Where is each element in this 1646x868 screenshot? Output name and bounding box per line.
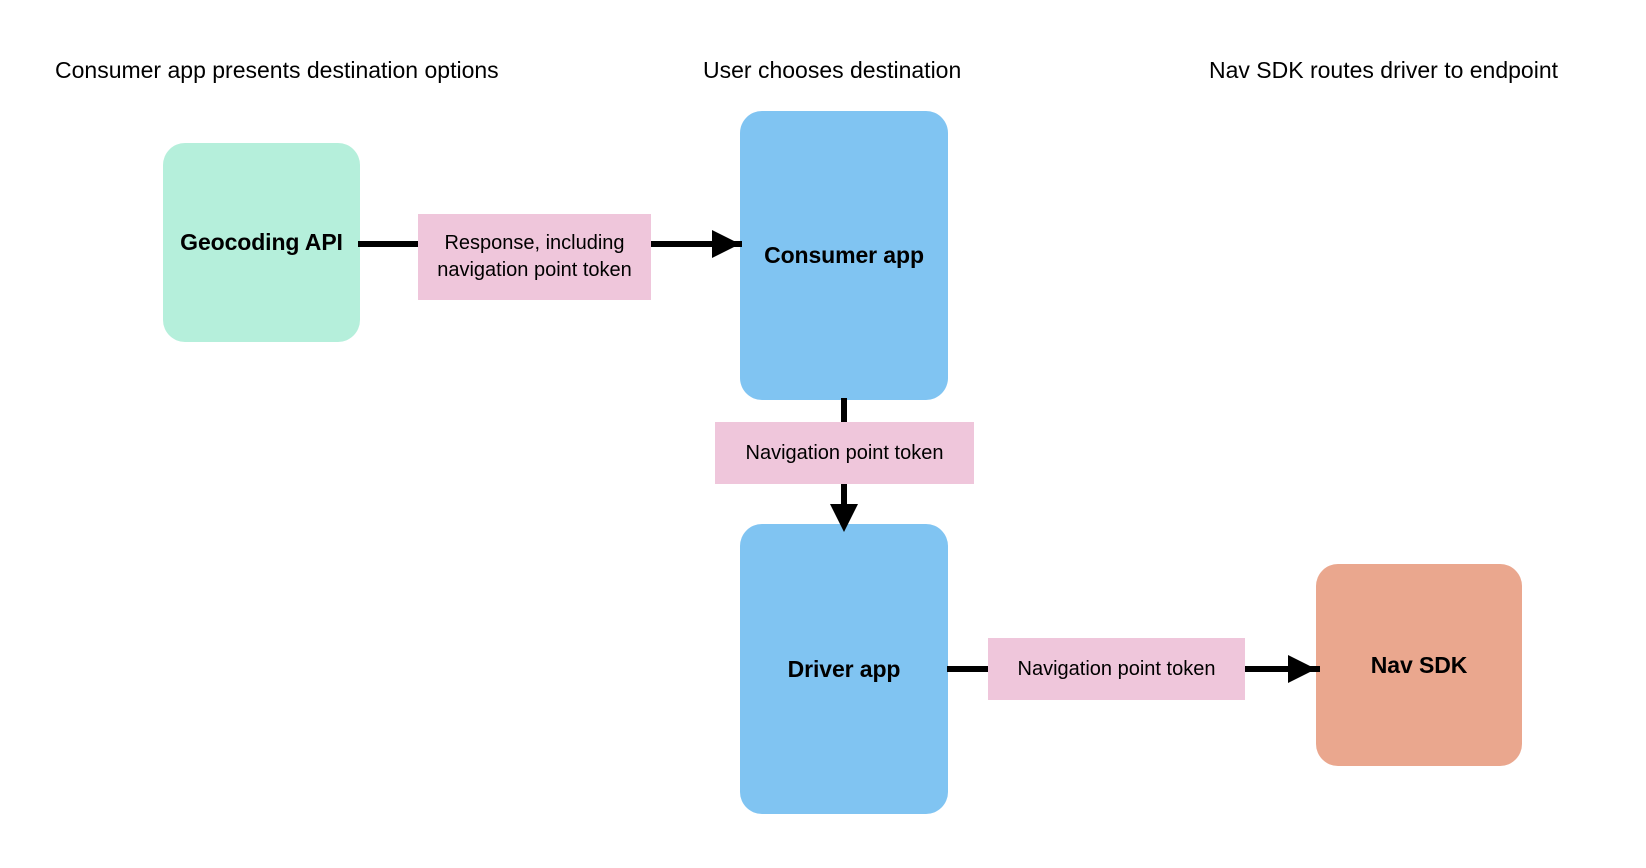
node-nav-sdk[interactable]: Nav SDK: [1316, 564, 1522, 766]
connector-consumer-app-to-label: [841, 398, 847, 424]
node-nav-sdk-label: Nav SDK: [1370, 651, 1468, 678]
edge-label-consumer-to-driver-text: Navigation point token: [745, 441, 944, 464]
edge-label-consumer-to-driver: Navigation point token: [715, 422, 974, 484]
edge-label-driver-to-nav-sdk: Navigation point token: [988, 638, 1245, 700]
node-driver-app-label: Driver app: [787, 655, 901, 682]
column-header-user: User chooses destination: [703, 57, 962, 83]
connector-geocoding-to-label: [358, 241, 420, 247]
connector-label-to-nav-sdk: [1242, 666, 1320, 672]
connector-driver-app-to-label: [947, 666, 991, 672]
node-consumer-app[interactable]: Consumer app: [740, 111, 948, 400]
edge-label-geocoding-to-consumer: Response, including navigation point tok…: [418, 214, 651, 300]
edge-label-driver-to-nav-sdk-text: Navigation point token: [1017, 657, 1216, 680]
column-header-consumer: Consumer app presents destination option…: [55, 57, 499, 83]
arrowhead-right-icon: [1288, 655, 1316, 683]
arrowhead-down-icon: [830, 504, 858, 532]
node-driver-app[interactable]: Driver app: [740, 524, 948, 814]
column-header-nav-sdk: Nav SDK routes driver to endpoint: [1209, 57, 1559, 83]
arrowhead-right-icon: [712, 230, 740, 258]
connector-label-to-consumer-app: [648, 241, 742, 247]
edge-label-geocoding-to-consumer-text: Response, including navigation point tok…: [437, 232, 632, 281]
node-geocoding-api-label: Geocoding API: [180, 229, 343, 255]
node-geocoding-api[interactable]: Geocoding API: [163, 143, 360, 342]
node-consumer-app-label: Consumer app: [764, 242, 924, 268]
